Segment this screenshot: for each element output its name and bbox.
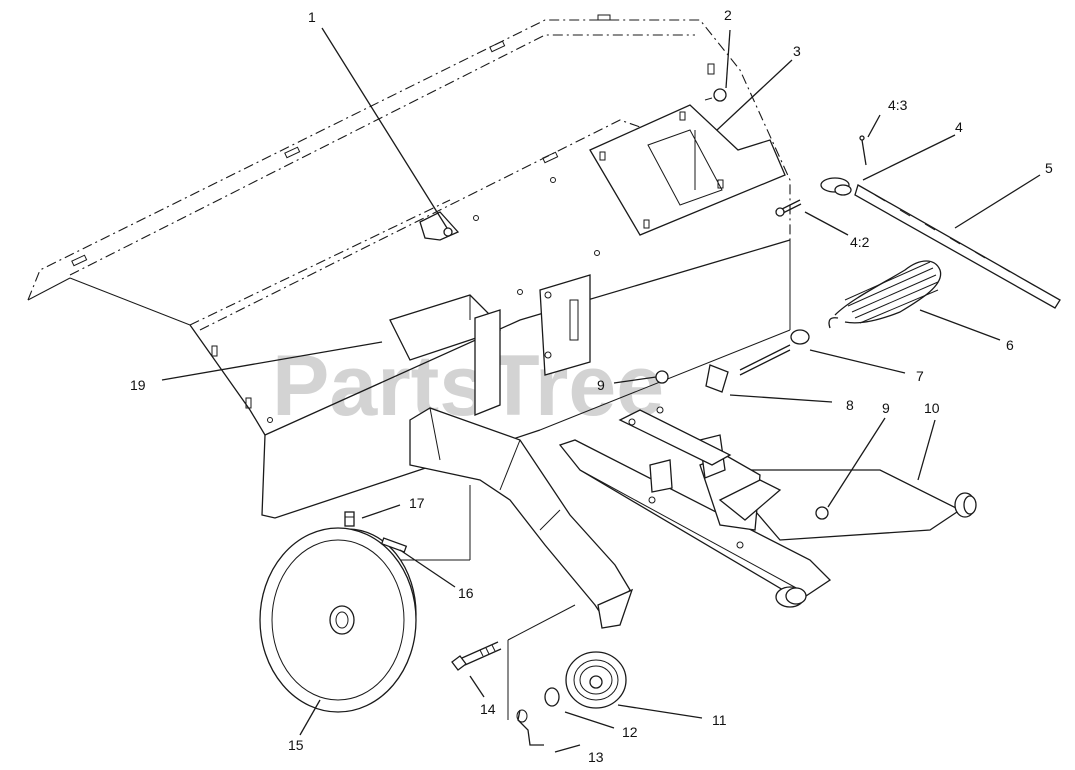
callout-10: 10 xyxy=(924,400,940,416)
spacer-12 xyxy=(544,687,560,707)
callout-4: 4 xyxy=(955,119,963,135)
bracket-plate xyxy=(589,88,786,236)
callout-3: 3 xyxy=(793,43,801,59)
callout-9b: 9 xyxy=(882,400,890,416)
callout-8: 8 xyxy=(846,397,854,413)
pin-16 xyxy=(380,537,408,553)
link-bar xyxy=(618,406,732,466)
callout-17: 17 xyxy=(409,495,425,511)
callout-13: 13 xyxy=(588,749,604,765)
callout-9a: 9 xyxy=(597,377,605,393)
deck-panel xyxy=(27,14,791,519)
callouts: 1 2 3 4:3 4 5 4:2 6 7 19 9 8 9 10 17 16 … xyxy=(130,7,1053,765)
center-bracket xyxy=(539,274,591,376)
clevis xyxy=(775,135,867,217)
pulley-11 xyxy=(565,651,627,709)
spring xyxy=(828,260,942,329)
callout-7: 7 xyxy=(916,368,924,384)
nut-9 xyxy=(655,370,829,520)
callout-15: 15 xyxy=(288,737,304,753)
pin-13 xyxy=(507,604,576,746)
callout-19: 19 xyxy=(130,377,146,393)
callout-5: 5 xyxy=(1045,160,1053,176)
leader-lines xyxy=(161,27,1041,753)
callout-1: 1 xyxy=(308,9,316,25)
callout-11: 11 xyxy=(712,712,727,728)
callout-2: 2 xyxy=(724,7,732,23)
callout-4-3: 4:3 xyxy=(888,97,908,113)
callout-12: 12 xyxy=(622,724,638,740)
plate-19 xyxy=(389,294,502,416)
watermark: PartsTree xyxy=(272,338,664,434)
fitting-17 xyxy=(344,511,355,527)
bolt-14 xyxy=(451,641,502,671)
support-arm xyxy=(400,407,634,629)
lower-frame xyxy=(558,434,977,608)
callout-14: 14 xyxy=(480,701,496,717)
callout-6: 6 xyxy=(1006,337,1014,353)
callout-4-2: 4:2 xyxy=(850,234,870,250)
eyebolt xyxy=(705,329,810,393)
chain xyxy=(854,184,1061,309)
callout-16: 16 xyxy=(458,585,474,601)
wheel xyxy=(259,527,417,713)
